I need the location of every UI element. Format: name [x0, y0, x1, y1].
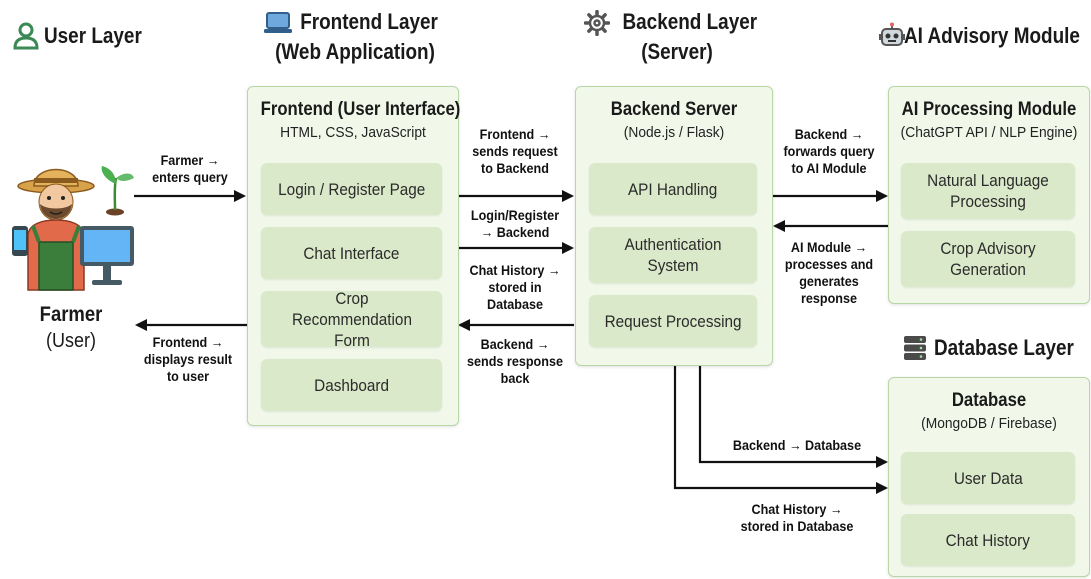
- label-ai-module-processes: AI Module → processes and generates resp…: [784, 239, 874, 306]
- ai-layer-title: AI Advisory Module: [904, 23, 1080, 48]
- frontend-item-crop-recommendation: Crop Recommendation Form: [261, 289, 442, 350]
- label-frontend-displays-result: Frontend → displays result to user: [143, 334, 233, 384]
- gear-icon: [584, 10, 610, 36]
- monitor-icon: [80, 226, 134, 285]
- farmer-illustration: [12, 166, 134, 291]
- database-icon: [904, 336, 926, 360]
- backend-layer-header: Backend Layer (Server): [582, 8, 762, 70]
- frontend-panel-subtitle: HTML, CSS, JavaScript: [280, 124, 426, 141]
- database-item-chat-history: Chat History: [901, 514, 1075, 566]
- label-farmer-enters-query: Farmer → enters query: [152, 152, 228, 185]
- frontend-panel-title: Frontend (User Interface): [260, 99, 461, 120]
- user-icon: [13, 22, 39, 50]
- frontend-item-login-register: Login / Register Page: [261, 163, 442, 215]
- label-chat-history-stored: Chat History → stored in Database: [469, 262, 561, 312]
- frontend-layer-title-line2: (Web Application): [275, 39, 435, 64]
- phone-icon: [12, 226, 28, 256]
- laptop-icon: [264, 12, 292, 33]
- database-panel-title: Database: [951, 390, 1027, 411]
- label-backend-sends-response: Backend → sends response back: [467, 336, 563, 386]
- frontend-item-dashboard: Dashboard: [261, 359, 442, 411]
- ai-item-crop-advisory: Crop Advisory Generation: [901, 231, 1075, 287]
- database-layer-header: Database Layer: [900, 334, 1088, 364]
- frontend-layer-title-line1: Frontend Layer: [300, 9, 438, 34]
- label-login-register-backend: Login/Register → Backend: [470, 207, 560, 240]
- backend-panel-title: Backend Server: [610, 99, 738, 120]
- plant-sprout-icon: [101, 166, 134, 216]
- backend-item-request-processing: Request Processing: [589, 295, 757, 347]
- robot-icon: [879, 22, 905, 46]
- backend-item-api-handling: API Handling: [589, 163, 757, 215]
- backend-item-authentication: Authentication System: [589, 227, 757, 283]
- user-layer-header: User Layer: [8, 22, 158, 52]
- user-layer-title: User Layer: [44, 23, 142, 48]
- backend-layer-title-line2: (Server): [641, 39, 713, 64]
- backend-layer-title-line1: Backend Layer: [622, 9, 758, 34]
- arrow-chat-history-to-database: [673, 362, 888, 494]
- arrow-backend-to-database: [698, 350, 888, 468]
- ai-panel-title: AI Processing Module: [901, 99, 1077, 120]
- ai-item-nlp: Natural Language Processing: [901, 163, 1075, 219]
- frontend-panel: Frontend (User Interface) HTML, CSS, Jav…: [247, 86, 461, 426]
- database-layer-title: Database Layer: [934, 335, 1074, 360]
- database-panel: Database (MongoDB / Firebase) User Data …: [888, 377, 1090, 577]
- frontend-item-chat-interface: Chat Interface: [261, 227, 442, 279]
- ai-panel: AI Processing Module (ChatGPT API / NLP …: [888, 86, 1090, 304]
- backend-panel: Backend Server (Node.js / Flask) API Han…: [575, 86, 773, 366]
- label-frontend-sends-request: Frontend → sends request to Backend: [472, 126, 558, 176]
- backend-panel-subtitle: (Node.js / Flask): [623, 124, 725, 141]
- label-backend-to-database: Backend → Database: [732, 437, 862, 453]
- farmer-role: (User): [45, 330, 96, 352]
- database-item-user-data: User Data: [901, 452, 1075, 504]
- label-backend-forwards-query: Backend → forwards query to AI Module: [783, 126, 875, 176]
- frontend-layer-header: Frontend Layer (Web Application): [255, 8, 455, 70]
- database-panel-subtitle: (MongoDB / Firebase): [921, 415, 1057, 432]
- farmer-name: Farmer: [39, 303, 103, 326]
- ai-layer-header: AI Advisory Module: [876, 22, 1088, 52]
- ai-panel-subtitle: (ChatGPT API / NLP Engine): [900, 124, 1078, 141]
- label-chat-history-to-database: Chat History → stored in Database: [740, 501, 854, 534]
